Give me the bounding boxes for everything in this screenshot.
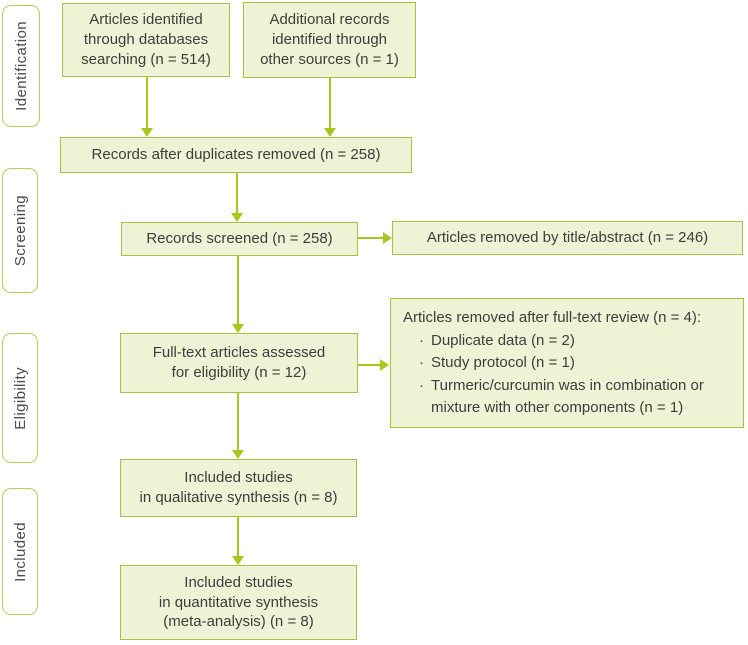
- removal-detail-item: · Duplicate data (n = 2): [419, 330, 733, 353]
- arrowhead-right-icon: [383, 232, 392, 244]
- arrow-fulltext-to-qualitative: [237, 393, 239, 451]
- stage-label-screening-text: Screening: [11, 194, 29, 267]
- node-databases-searching: Articles identified through databases se…: [62, 3, 230, 77]
- arrowhead-down-icon: [232, 556, 244, 565]
- node-after-duplicates: Records after duplicates removed (n = 25…: [60, 137, 412, 173]
- stage-label-identification: Identification: [2, 5, 40, 127]
- arrow-other-to-duplicates: [329, 78, 331, 130]
- bullet-icon: ·: [419, 354, 424, 371]
- arrow-screened-to-removed: [358, 237, 384, 239]
- bullet-icon: ·: [419, 376, 424, 394]
- stage-label-eligibility-text: Eligibility: [11, 366, 29, 430]
- removal-detail-item: · Study protocol (n = 1): [419, 352, 733, 375]
- stage-label-included-text: Included: [11, 521, 29, 582]
- node-quantitative-synthesis: Included studies in quantitative synthes…: [120, 565, 357, 640]
- arrowhead-down-icon: [141, 128, 153, 137]
- arrow-duplicates-to-screened: [236, 173, 238, 214]
- node-removed-fulltext-review-content: Articles removed after full-text review …: [391, 299, 743, 428]
- node-records-screened: Records screened (n = 258): [121, 222, 358, 256]
- stage-label-included: Included: [2, 488, 38, 615]
- node-qualitative-synthesis-text: Included studies in qualitative synthesi…: [139, 469, 338, 506]
- node-qualitative-synthesis: Included studies in qualitative synthesi…: [120, 459, 357, 517]
- stage-label-screening: Screening: [2, 168, 38, 293]
- node-records-screened-text: Records screened (n = 258): [146, 230, 333, 248]
- node-fulltext-assessed: Full-text articles assessed for eligibil…: [120, 333, 358, 393]
- arrow-qualitative-to-quantitative: [237, 517, 239, 557]
- node-other-sources: Additional records identified through ot…: [243, 2, 416, 78]
- node-after-duplicates-text: Records after duplicates removed (n = 25…: [91, 146, 381, 164]
- stage-label-identification-text: Identification: [12, 21, 30, 111]
- arrowhead-right-icon: [380, 359, 389, 371]
- arrowhead-down-icon: [231, 213, 243, 222]
- node-removed-fulltext-review: Articles removed after full-text review …: [390, 298, 744, 428]
- arrowhead-down-icon: [232, 450, 244, 459]
- removal-detail-title: Articles removed after full-text review …: [403, 309, 702, 326]
- arrowhead-down-icon: [232, 324, 244, 333]
- arrow-databases-to-duplicates: [146, 77, 148, 130]
- arrowhead-down-icon: [324, 128, 336, 137]
- arrow-fulltext-to-removed: [358, 364, 381, 366]
- removal-detail-list: · Duplicate data (n = 2) · Study protoco…: [403, 330, 733, 420]
- node-other-sources-text: Additional records identified through ot…: [260, 11, 399, 68]
- stage-label-eligibility: Eligibility: [2, 333, 38, 463]
- arrow-screened-to-fulltext: [237, 256, 239, 325]
- node-databases-searching-text: Articles identified through databases se…: [81, 11, 211, 68]
- bullet-icon: ·: [419, 331, 424, 349]
- node-removed-title-abstract-text: Articles removed by title/abstract (n = …: [426, 229, 709, 247]
- node-fulltext-assessed-text: Full-text articles assessed for eligibil…: [152, 344, 326, 381]
- removal-detail-item: · Turmeric/curcumin was in combination o…: [419, 375, 733, 420]
- node-removed-title-abstract: Articles removed by title/abstract (n = …: [392, 221, 743, 255]
- node-quantitative-synthesis-text: Included studies in quantitative synthes…: [158, 573, 319, 631]
